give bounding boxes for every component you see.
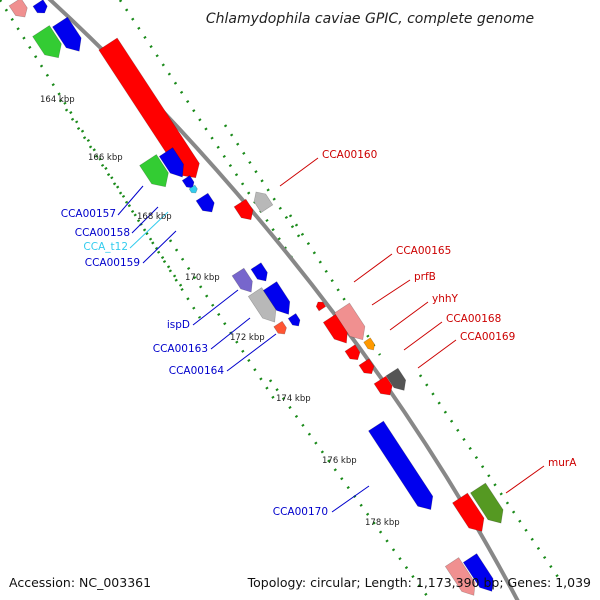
label-leader-line bbox=[371, 279, 411, 306]
gene-arrow[interactable] bbox=[385, 367, 407, 391]
gene-arrow[interactable] bbox=[32, 0, 48, 14]
gene-arrow[interactable] bbox=[273, 320, 287, 335]
label-leader-line bbox=[417, 339, 457, 369]
track-dotted-line bbox=[223, 124, 302, 239]
gene-arrow[interactable] bbox=[52, 16, 82, 52]
trna-arrow[interactable] bbox=[188, 184, 198, 194]
label-leader-line bbox=[505, 465, 545, 494]
track-dotted-line bbox=[0, 0, 202, 319]
gene-features bbox=[8, 0, 504, 596]
label-leader-line bbox=[192, 289, 239, 326]
gene-label[interactable]: murA bbox=[548, 457, 577, 469]
label-leader-line bbox=[353, 253, 393, 283]
gene-arrow[interactable] bbox=[233, 198, 254, 221]
gene-arrow[interactable] bbox=[8, 0, 28, 18]
scale-label: 178 kbp bbox=[365, 518, 400, 528]
gene-arrow[interactable] bbox=[158, 147, 184, 178]
gene-label[interactable]: CCA00158 bbox=[75, 227, 130, 239]
label-leaders bbox=[117, 157, 545, 513]
topology-text: Topology: circular; Length: 1,173,390 bp… bbox=[247, 575, 591, 590]
gene-arrow[interactable] bbox=[368, 420, 434, 510]
label-leader-line bbox=[389, 301, 429, 331]
gene-arrow[interactable] bbox=[470, 482, 504, 524]
gene-arrow[interactable] bbox=[262, 281, 291, 315]
track-dotted-line bbox=[118, 0, 302, 271]
gene-label[interactable]: CCA00170 bbox=[273, 506, 328, 518]
gene-label[interactable]: CCA00169 bbox=[460, 331, 515, 343]
gene-label[interactable]: CCA00160 bbox=[322, 149, 377, 161]
accession-text: Accession: NC_003361 bbox=[9, 575, 152, 590]
gene-label[interactable]: ispD bbox=[167, 319, 190, 331]
gene-label[interactable]: CCA_t12 bbox=[83, 241, 128, 253]
gene-arrow[interactable] bbox=[373, 375, 393, 396]
scale-label: 174 kbp bbox=[276, 394, 311, 404]
gene-label[interactable]: prfB bbox=[414, 271, 436, 283]
gene-arrow[interactable] bbox=[315, 301, 327, 312]
scale-label: 164 kbp bbox=[40, 95, 75, 105]
label-leader-line bbox=[129, 211, 169, 249]
label-leader-line bbox=[131, 206, 159, 234]
gene-label[interactable]: CCA00157 bbox=[61, 208, 116, 220]
gene-arrow[interactable] bbox=[444, 557, 476, 596]
gene-arrow[interactable] bbox=[250, 262, 268, 282]
gene-label[interactable]: CCA00164 bbox=[169, 365, 225, 377]
label-leader-line bbox=[226, 333, 277, 372]
track-dotted-line bbox=[268, 379, 432, 600]
map-title-text: Chlamydophila caviae GPIC, complete geno… bbox=[205, 11, 535, 27]
scale-label: 166 kbp bbox=[88, 153, 123, 163]
label-leader-line bbox=[210, 317, 251, 350]
gene-arrow[interactable] bbox=[231, 267, 253, 293]
track-dots bbox=[0, 0, 562, 600]
scale-label: 170 kbp bbox=[185, 273, 220, 283]
gene-label[interactable]: yhhY bbox=[432, 293, 459, 305]
gene-arrow[interactable] bbox=[253, 191, 274, 214]
label-leader-line bbox=[117, 185, 144, 216]
gene-label[interactable]: CCA00168 bbox=[446, 313, 501, 325]
gene-label[interactable]: CCA00159 bbox=[85, 257, 140, 269]
gene-label[interactable]: CCA00163 bbox=[153, 343, 208, 355]
gene-arrow[interactable] bbox=[358, 358, 375, 375]
gene-arrow[interactable] bbox=[195, 192, 215, 213]
label-leader-line bbox=[403, 321, 443, 351]
gene-arrow[interactable] bbox=[462, 553, 494, 592]
label-leader-line bbox=[279, 157, 319, 187]
map-title: Chlamydophila caviae GPIC, complete geno… bbox=[0, 8, 600, 27]
gene-arrow[interactable] bbox=[344, 344, 361, 361]
gene-arrow[interactable] bbox=[452, 492, 485, 532]
scale-labels: 164 kbp 166 kbp 168 kbp 170 kbp 172 kbp 174 k… bbox=[40, 95, 400, 528]
scale-label: 176 kbp bbox=[322, 456, 357, 466]
gene-arrow[interactable] bbox=[334, 302, 366, 341]
label-leader-line bbox=[331, 485, 370, 513]
gene-arrow[interactable] bbox=[139, 154, 169, 188]
scale-label: 172 kbp bbox=[230, 333, 265, 343]
gene-arrow[interactable] bbox=[363, 337, 375, 351]
gene-arrow[interactable] bbox=[287, 313, 301, 327]
gene-label[interactable]: CCA00165 bbox=[396, 245, 451, 257]
gene-arrow[interactable] bbox=[181, 175, 195, 189]
gene-arrow[interactable] bbox=[32, 25, 62, 59]
label-leader-line bbox=[142, 230, 177, 264]
scale-label: 168 kbp bbox=[137, 212, 172, 222]
